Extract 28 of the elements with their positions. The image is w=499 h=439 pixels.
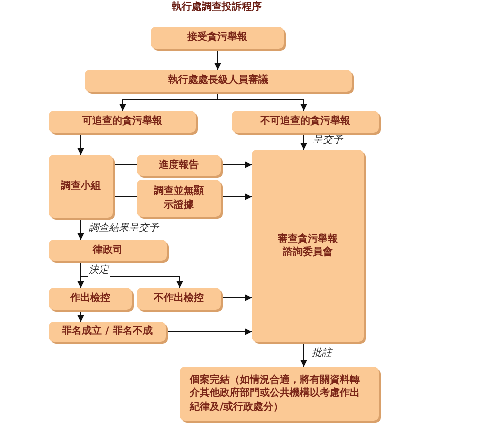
arrow	[220, 294, 252, 302]
arrow	[300, 132, 308, 150]
arrow	[78, 218, 84, 240]
arrow	[218, 92, 308, 112]
process-box: 作出檢控	[49, 288, 132, 310]
process-box: 不作出檢控	[137, 288, 221, 310]
process-box: 接受貪污舉報	[151, 27, 284, 49]
arrow	[80, 260, 184, 288]
process-box: 不可追查的貪污舉報	[232, 111, 379, 133]
process-box: 個案完結（如情況合適，將有關資料轉介其他政府部門或公共機構以考慮作出紀律及/或行政處分）	[180, 367, 379, 421]
arrow	[214, 48, 222, 70]
edge-label: 調查結果呈交予	[88, 221, 160, 235]
arrow	[78, 132, 84, 156]
process-box: 進度報告	[137, 155, 221, 176]
process-box: 罪名成立 / 罪名不成	[49, 322, 166, 342]
process-box: 調查小組	[49, 155, 113, 218]
arrow	[166, 328, 252, 336]
arrow	[220, 162, 252, 168]
arrow	[220, 194, 252, 200]
process-box: 調查並無顯示證據	[137, 180, 221, 217]
arrow	[300, 342, 308, 368]
process-box: 審查貪污舉報諮詢委員會	[252, 150, 364, 342]
title: 執行處調查投訴程序	[171, 0, 263, 14]
edge-label: 批註	[311, 346, 333, 360]
process-box: 執行處處長級人員審議	[85, 70, 352, 92]
process-box: 可追查的貪污舉報	[49, 111, 196, 133]
process-box: 律政司	[49, 240, 167, 261]
edge-label: 決定	[88, 263, 110, 277]
